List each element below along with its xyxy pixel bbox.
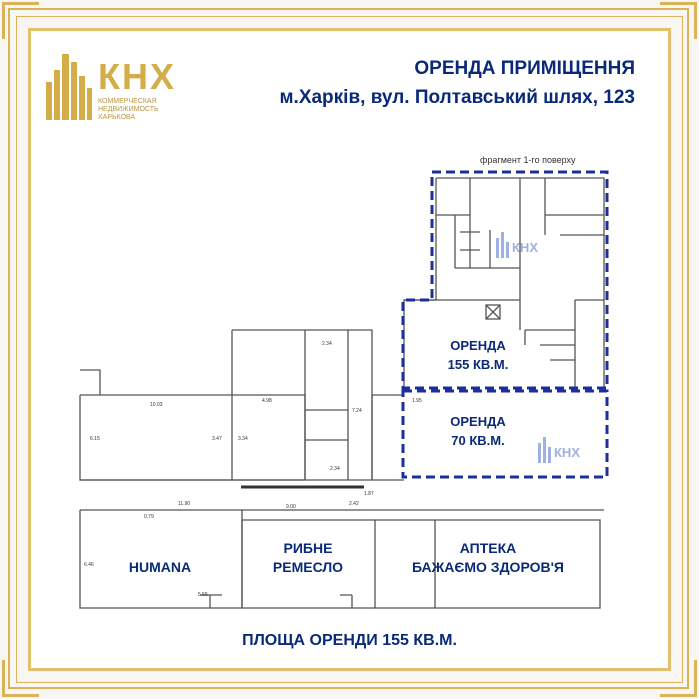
watermark-text-upper: КНХ	[512, 240, 538, 255]
footer-area-note: ПЛОЩА ОРЕНДИ 155 КВ.М.	[242, 632, 457, 649]
dimension-label: 3.47	[212, 436, 222, 442]
watermark-icon	[548, 447, 551, 463]
dimension-label: 2.34	[322, 341, 332, 347]
dimension-label: 3.34	[238, 436, 248, 442]
shop-fish-label-line1: РИБНЕ	[284, 540, 333, 556]
dimension-label: 9.00	[286, 504, 296, 510]
dimension-label: 10.03	[150, 402, 163, 408]
dimension-label: 6.46	[84, 562, 94, 568]
corner-ornament-bottom-left	[2, 660, 39, 697]
dimension-labels: 10.03 4.98 2.34 2.34 11.90 9.00 1.95 1.8…	[84, 341, 422, 598]
watermark-group	[496, 232, 551, 463]
dimension-label: 1.87	[364, 491, 374, 497]
rent-upper-area: 155 КВ.М.	[448, 357, 509, 372]
shop-fish-label-line2: РЕМЕСЛО	[273, 559, 343, 575]
dimension-label: 2.42	[349, 501, 359, 507]
watermark-icon	[501, 232, 504, 258]
inner-gold-frame	[16, 16, 683, 683]
corner-ornament-top-right	[660, 2, 697, 39]
dimension-label: 4.98	[262, 398, 272, 404]
dimension-label: 0.79	[144, 514, 154, 520]
rental-outline-70	[401, 389, 609, 479]
logo-wordmark: КНХ	[98, 56, 176, 97]
buildings-icon	[46, 54, 92, 120]
plan-walls	[79, 177, 605, 609]
corner-ornament-top-left	[2, 2, 39, 39]
shop-pharmacy-label-line2: БАЖАЄМО ЗДОРОВ'Я	[412, 559, 564, 575]
rental-outlines	[401, 170, 609, 479]
logo-subtitle-line: КОММЕРЧЕСКАЯ	[98, 98, 157, 105]
outer-gold-frame	[8, 8, 689, 689]
watermark-icon	[506, 242, 509, 258]
watermark-text-lower: КНХ	[554, 445, 580, 460]
watermark-icon	[496, 238, 499, 258]
dimension-label: 7.24	[352, 408, 362, 414]
corner-ornament-bottom-right	[660, 660, 697, 697]
dimension-label: 2.34	[330, 466, 340, 472]
rent-upper-label: ОРЕНДА	[450, 338, 506, 353]
logo-subtitle-line: НЕДВИЖИМОСТЬ	[98, 106, 159, 113]
watermark-icon	[543, 437, 546, 463]
content-panel	[28, 28, 671, 671]
rent-lower-area: 70 КВ.М.	[451, 433, 504, 448]
dimension-label: 1.95	[412, 398, 422, 404]
shop-humana-label: HUMANA	[129, 559, 191, 575]
rental-outline-155	[401, 170, 609, 390]
watermark-icon	[538, 443, 541, 463]
rent-lower-label: ОРЕНДА	[450, 414, 506, 429]
fragment-caption: фрагмент 1-го поверху	[480, 155, 576, 165]
page-title: ОРЕНДА ПРИМІЩЕННЯ	[414, 58, 635, 79]
shop-pharmacy-label-line1: АПТЕКА	[460, 540, 517, 556]
logo-subtitle-line: ХАРЬКОВА	[98, 114, 136, 121]
address-line: м.Харків, вул. Полтавський шлях, 123	[279, 87, 635, 108]
company-logo: КНХ КОММЕРЧЕСКАЯ НЕДВИЖИМОСТЬ ХАРЬКОВА	[44, 48, 204, 121]
logo-subtitle: КОММЕРЧЕСКАЯ НЕДВИЖИМОСТЬ ХАРЬКОВА	[98, 98, 208, 122]
dimension-label: 5.55	[198, 592, 208, 598]
dimension-label: 11.90	[178, 501, 190, 507]
dimension-label: 6.15	[90, 436, 100, 442]
